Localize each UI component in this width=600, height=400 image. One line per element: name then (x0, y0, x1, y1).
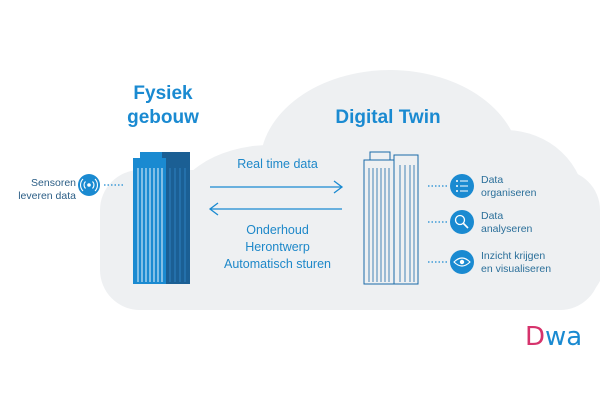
function-label-3: Inzicht krijgen en visualiseren (481, 250, 551, 276)
eye-icon (450, 250, 474, 274)
function-2-line2: analyseren (481, 223, 533, 235)
dwa-logo: Dwa (525, 322, 582, 352)
sensors-label-line2: leveren data (18, 190, 76, 202)
physical-title-line1: Fysiek (133, 83, 193, 104)
feedback-label: Onderhoud Herontwerp Automatisch sturen (205, 222, 350, 273)
magnifier-icon (450, 210, 474, 234)
feedback-line3: Automatisch sturen (224, 257, 331, 271)
sensor-signal-icon (78, 174, 100, 196)
physical-title-line2: gebouw (127, 107, 199, 128)
function-3-line1: Inzicht krijgen (481, 250, 546, 262)
physical-building-title: Fysiek gebouw (118, 82, 208, 130)
function-2-line1: Data (481, 210, 504, 222)
digital-twin-building (363, 151, 419, 285)
function-3-line2: en visualiseren (481, 263, 552, 275)
dwa-logo-wa: wa (545, 322, 583, 352)
sensors-label-line1: Sensoren (31, 177, 76, 189)
list-icon (450, 174, 474, 198)
dwa-logo-d: D (525, 322, 546, 352)
feedback-arrow (208, 202, 342, 216)
digital-twin-title: Digital Twin (335, 107, 441, 128)
feedback-line1: Onderhoud (246, 223, 309, 237)
feedback-line2: Herontwerp (245, 240, 310, 254)
physical-building (133, 152, 190, 284)
sensors-label: Sensoren leveren data (12, 177, 76, 203)
function-label-2: Data analyseren (481, 210, 532, 236)
function-label-1: Data organiseren (481, 174, 536, 200)
function-1-line2: organiseren (481, 187, 537, 199)
function-1-line1: Data (481, 174, 504, 186)
realtime-label: Real time data (237, 157, 318, 171)
realtime-arrow (210, 180, 344, 194)
